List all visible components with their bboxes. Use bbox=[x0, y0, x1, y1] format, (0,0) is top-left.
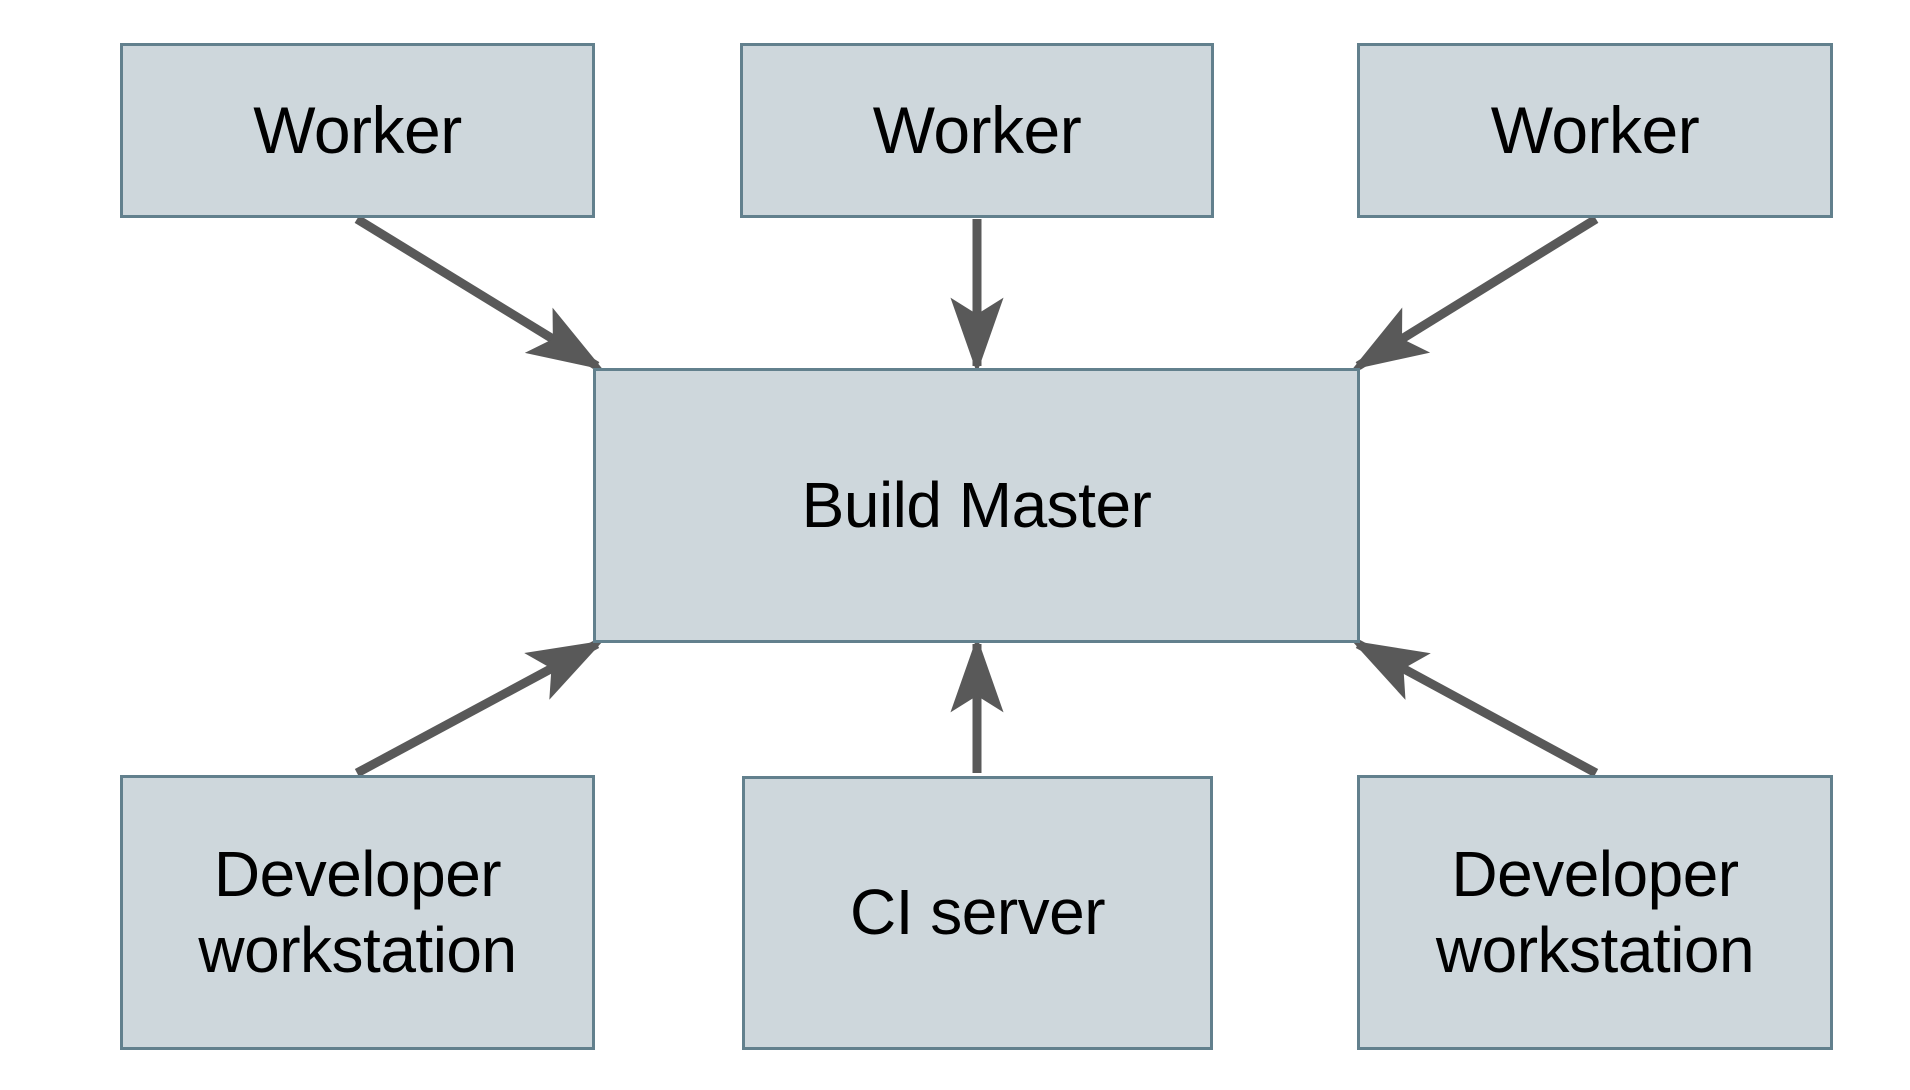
node-workstation-left-label: Developer workstation bbox=[198, 837, 517, 986]
edge-workstation-right-to-master bbox=[1351, 640, 1599, 777]
node-ci-server-label: CI server bbox=[849, 876, 1106, 949]
node-build-master[interactable]: Build Master bbox=[593, 368, 1360, 643]
edge-worker-right-to-master bbox=[1351, 215, 1599, 370]
node-worker-center[interactable]: Worker bbox=[740, 43, 1214, 218]
node-workstation-left[interactable]: Developer workstation bbox=[120, 775, 595, 1050]
edge-worker-left-to-master bbox=[354, 215, 604, 370]
node-workstation-right[interactable]: Developer workstation bbox=[1357, 775, 1833, 1050]
edge-workstation-left-to-master bbox=[354, 640, 604, 777]
node-worker-left[interactable]: Worker bbox=[120, 43, 595, 218]
node-ci-server[interactable]: CI server bbox=[742, 776, 1213, 1050]
node-workstation-right-label: Developer workstation bbox=[1435, 837, 1755, 986]
node-build-master-label: Build Master bbox=[801, 468, 1152, 541]
node-worker-center-label: Worker bbox=[872, 92, 1082, 167]
node-worker-right[interactable]: Worker bbox=[1357, 43, 1833, 218]
node-worker-left-label: Worker bbox=[253, 92, 462, 167]
node-worker-right-label: Worker bbox=[1490, 92, 1700, 167]
